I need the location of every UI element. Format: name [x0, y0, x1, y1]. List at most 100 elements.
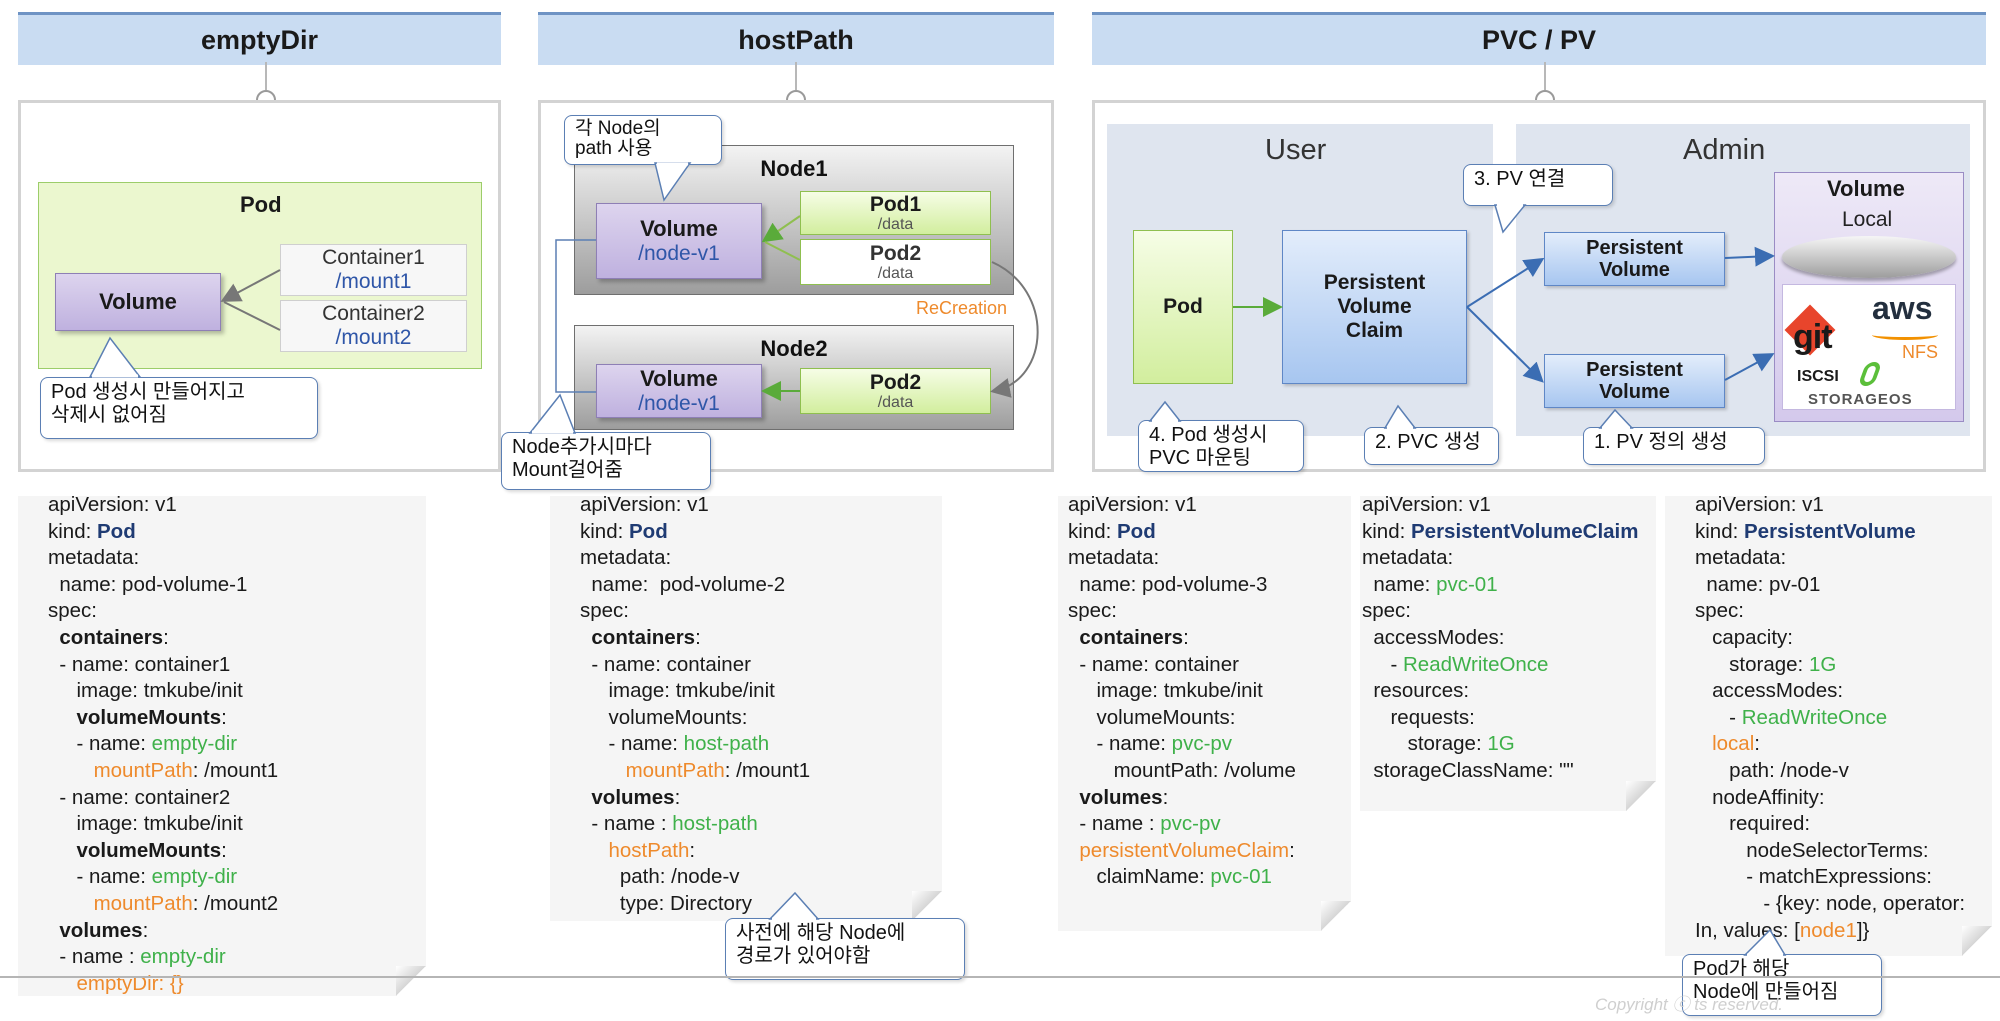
- pod2-label: Pod2: [869, 241, 922, 265]
- callout-path-required: 사전에 해당 Node에 경로가 있어야함: [725, 918, 965, 980]
- connector-stem: [795, 62, 797, 90]
- yaml-note-pvc: apiVersion: v1 kind: PersistentVolumeCla…: [1360, 496, 1656, 811]
- iscsi-logo-text: ISCSI: [1797, 368, 1839, 385]
- callout-each-node-path: 각 Node의 path 사용: [564, 115, 722, 165]
- callout-line: 각 Node의: [575, 118, 661, 139]
- disk-icon: [1782, 236, 1956, 278]
- pod-label: Pod: [1163, 295, 1203, 319]
- arrow-pod1-volume: [761, 215, 801, 243]
- aws-logo-text: aws: [1872, 290, 1933, 326]
- container1-box: Container1 /mount1: [280, 244, 467, 296]
- callout-line: 삭제시 없어짐: [51, 404, 167, 426]
- nfs-logo-text: NFS: [1902, 342, 1938, 362]
- callout-pod-node: Pod가 해당 Node에 만들어짐: [1682, 954, 1882, 1016]
- pod-label: Pod: [240, 192, 282, 217]
- container2-label: Container2: [322, 302, 425, 325]
- arrow-container2-volume: [223, 301, 281, 331]
- container1-label: Container1: [322, 246, 425, 269]
- arrow-recreation: [990, 261, 1039, 398]
- container1-mount: /mount1: [335, 270, 412, 293]
- volume-box: Volume: [55, 273, 221, 331]
- volume-node2: Volume /node-v1: [596, 364, 762, 418]
- callout-line: Pod 생성시 만들어지고: [51, 381, 245, 403]
- volume-node1: Volume /node-v1: [596, 203, 762, 279]
- callout-pointer: [528, 393, 577, 434]
- callout-line: path 사용: [575, 137, 653, 159]
- yaml-note-hostpath: apiVersion: v1 kind: Pod metadata: name:…: [550, 496, 942, 921]
- callout-pointer: [1148, 400, 1182, 422]
- pv-label: Volume: [1599, 381, 1670, 403]
- footer-line: [0, 976, 2000, 978]
- yaml-note-pv: apiVersion: v1 kind: PersistentVolume me…: [1665, 496, 1992, 956]
- callout-pointer: [1598, 408, 1634, 429]
- pod2-node2: Pod2 /data: [800, 368, 991, 414]
- yaml-note-emptydir: apiVersion: v1 kind: Pod metadata: name:…: [18, 496, 426, 996]
- aws-smile-icon: [1872, 330, 1938, 340]
- pvc-box: Persistent Volume Claim: [1282, 230, 1467, 384]
- volume-label: Volume: [640, 216, 718, 241]
- arrow-pvc-pv-bottom: [1466, 306, 1544, 383]
- section-header-pvcpv: PVC / PV: [1092, 12, 1986, 65]
- callout-step2: 2. PVC 생성: [1364, 427, 1499, 465]
- user-title: User: [1265, 134, 1327, 166]
- copyright-text: Copyright ⓒ ts reserved.: [1595, 995, 1784, 1014]
- volume-label: Volume: [99, 289, 177, 314]
- callout-line: 4. Pod 생성시: [1149, 424, 1268, 446]
- pvc-label: Persistent: [1323, 270, 1426, 294]
- container2-mount: /mount2: [335, 326, 412, 349]
- bracket-volumes: [555, 239, 596, 393]
- callout-line: 사전에 해당 Node에: [736, 922, 906, 944]
- pv-label: Persistent: [1586, 359, 1683, 381]
- pv-box-top: Persistent Volume: [1544, 232, 1725, 286]
- volume-label: Volume: [640, 366, 718, 391]
- connector-stem: [1544, 62, 1546, 90]
- pod2-label: Pod2: [869, 370, 922, 394]
- section-header-emptydir: emptyDir: [18, 12, 501, 65]
- pv-box-bottom: Persistent Volume: [1544, 354, 1725, 408]
- volume-path: /node-v1: [638, 242, 720, 265]
- pv-label: Volume: [1599, 259, 1670, 281]
- callout-pointer: [1493, 204, 1527, 234]
- connector-stem: [265, 62, 267, 90]
- pod2-data: /data: [877, 393, 914, 411]
- callout-line: PVC 마운팅: [1149, 447, 1251, 469]
- pod2-data: /data: [877, 264, 914, 282]
- pod2-node1-old: Pod2 /data: [800, 239, 991, 285]
- pvc-pod-box: Pod: [1133, 230, 1233, 384]
- callout-emptydir-lifecycle: Pod 생성시 만들어지고 삭제시 없어짐: [40, 377, 318, 439]
- pod1-node1: Pod1 /data: [800, 191, 991, 235]
- pvc-label: Volume: [1337, 294, 1412, 318]
- callout-line: Pod가 해당: [1693, 958, 1790, 980]
- callout-line: 경로가 있어야함: [736, 945, 871, 967]
- recreation-label: ReCreation: [916, 298, 1008, 318]
- callout-step1: 1. PV 정의 생성: [1583, 427, 1765, 465]
- arrow-pod2-volume: [764, 241, 801, 261]
- section-header-hostpath: hostPath: [538, 12, 1054, 65]
- arrow-pv-storage-top: [1724, 246, 1775, 267]
- admin-title: Admin: [1683, 134, 1766, 166]
- node1-label: Node1: [760, 156, 828, 181]
- storageos-logo-text: STORAGEOS: [1808, 391, 1913, 408]
- callout-step3: 3. PV 연결: [1463, 164, 1613, 206]
- storage-local-label: Local: [1842, 208, 1893, 231]
- callout-line: Node추가시마다: [512, 436, 652, 458]
- container2-box: Container2 /mount2: [280, 300, 467, 352]
- arrow-pvc-pv-top: [1466, 257, 1545, 308]
- pv-label: Persistent: [1586, 237, 1683, 259]
- yaml-note-pod-pvc: apiVersion: v1 kind: Pod metadata: name:…: [1058, 496, 1351, 931]
- pvc-label: Claim: [1345, 319, 1404, 343]
- volume-path: /node-v1: [638, 392, 720, 415]
- callout-line: Mount걸어줌: [512, 459, 623, 481]
- callout-node-mount: Node추가시마다 Mount걸어줌: [501, 432, 711, 490]
- pod1-label: Pod1: [869, 192, 922, 216]
- git-logo-text: git: [1793, 318, 1833, 356]
- storage-volume-label: Volume: [1827, 176, 1905, 201]
- arrow-container1-volume: [220, 269, 281, 302]
- callout-pointer: [88, 336, 142, 378]
- callout-step4: 4. Pod 생성시 PVC 마운팅: [1138, 420, 1304, 472]
- pod1-data: /data: [877, 215, 914, 233]
- arrow-pv-storage-bottom: [1724, 353, 1775, 381]
- callout-line: Node에 만들어짐: [1693, 981, 1839, 1003]
- node2-label: Node2: [760, 336, 828, 361]
